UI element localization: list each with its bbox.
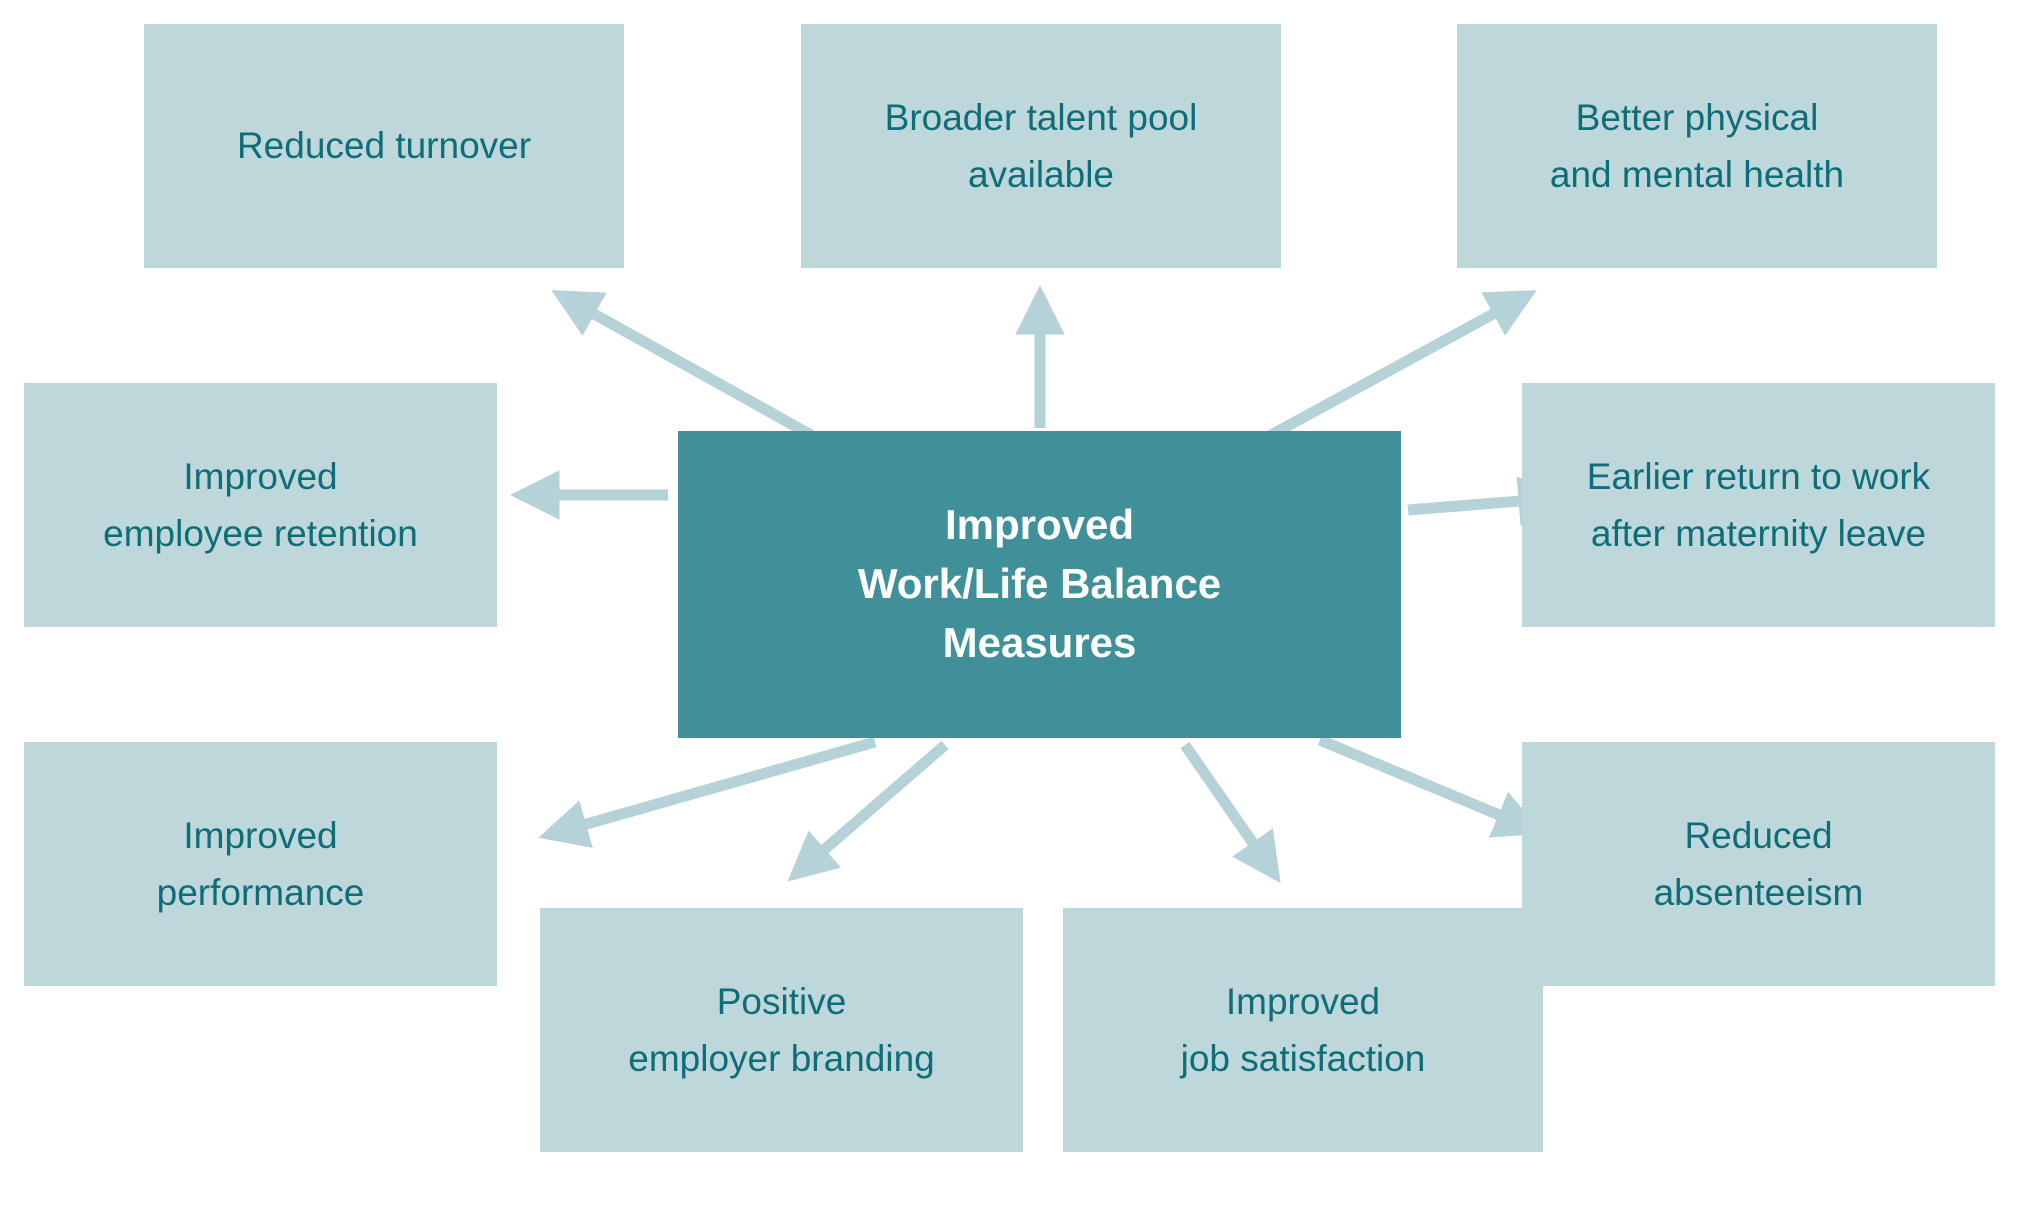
node-improved-performance: Improved performance bbox=[24, 742, 497, 986]
node-label: Earlier return to work after maternity l… bbox=[1586, 455, 1931, 554]
node-label: Reduced turnover bbox=[236, 125, 532, 167]
arrow-to-reduced-turnover bbox=[551, 290, 823, 445]
node-label: Improved job satisfaction bbox=[1180, 980, 1426, 1079]
node-employee-retention: Improved employee retention bbox=[24, 383, 497, 627]
arrow-to-better-health bbox=[1259, 290, 1537, 445]
node-reduced-turnover: Reduced turnover bbox=[144, 24, 624, 268]
arrow-to-reduced-absenteeism bbox=[1317, 734, 1545, 838]
node-job-satisfaction: Improved job satisfaction bbox=[1063, 908, 1543, 1152]
node-label: Broader talent pool available bbox=[884, 96, 1198, 195]
node-broader-talent-pool: Broader talent pool available bbox=[801, 24, 1281, 268]
node-label: Improved performance bbox=[156, 814, 365, 913]
arrow-to-improved-performance bbox=[538, 736, 877, 848]
node-employer-branding: Positive employer branding bbox=[540, 908, 1023, 1152]
node-label: Better physical and mental health bbox=[1549, 96, 1845, 195]
node-reduced-absenteeism: Reduced absenteeism bbox=[1522, 742, 1995, 986]
node-label: Reduced absenteeism bbox=[1653, 814, 1864, 913]
center-label: Improved Work/Life Balance Measures bbox=[857, 501, 1222, 666]
node-label: Improved employee retention bbox=[103, 455, 418, 554]
node-better-health: Better physical and mental health bbox=[1457, 24, 1937, 268]
node-label: Positive employer branding bbox=[628, 980, 935, 1079]
node-earlier-return: Earlier return to work after maternity l… bbox=[1522, 383, 1995, 627]
node-center-worklife-balance: Improved Work/Life Balance Measures bbox=[678, 431, 1401, 738]
arrow-to-employer-branding bbox=[787, 740, 949, 882]
arrow-to-job-satisfaction bbox=[1180, 741, 1281, 884]
